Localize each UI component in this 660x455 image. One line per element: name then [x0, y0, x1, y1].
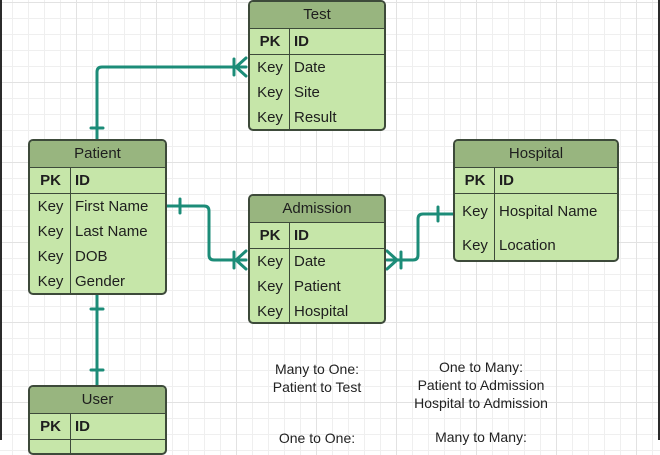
note-heading: Many to Many:	[435, 429, 527, 445]
entity-hospital-row: Key Hospital Name	[455, 194, 617, 228]
entity-patient-row: Key Gender	[30, 269, 165, 293]
entity-patient-field: First Name	[75, 198, 149, 215]
entity-patient-row: PK ID	[30, 168, 165, 194]
entity-test-title: Test	[250, 2, 384, 29]
entity-admission-key: PK	[259, 227, 281, 244]
note-line: Patient to Test	[272, 379, 362, 395]
entity-hospital-key: Key	[462, 202, 488, 220]
entity-hospital-row: PK ID	[455, 168, 617, 194]
entity-admission-row: Key Hospital	[250, 299, 384, 322]
entity-test-key: Key	[257, 84, 283, 101]
entity-hospital-title: Hospital	[455, 141, 617, 168]
entity-admission-key: Key	[257, 253, 283, 270]
entity-hospital-row: Key Location	[455, 228, 617, 260]
relationship-connectors	[89, 56, 456, 388]
note-many-to-many: Many to Many:	[396, 428, 566, 446]
entity-hospital-key: Key	[462, 236, 488, 254]
entity-test-divider	[289, 28, 290, 129]
entity-hospital-field: ID	[499, 172, 514, 189]
entity-admission-divider	[289, 222, 290, 322]
entity-test-row: Key Result	[250, 105, 384, 129]
frame-edge-left	[0, 0, 2, 440]
entity-patient-key: Key	[37, 198, 64, 215]
entity-admission-field: Hospital	[294, 303, 349, 320]
note-heading: Many to One:	[274, 361, 360, 377]
entity-test-key: Key	[257, 59, 283, 76]
note-line: Patient to Admission	[417, 377, 545, 393]
entity-hospital-field: Location	[499, 236, 556, 254]
frame-edge-right	[658, 0, 660, 440]
entity-test[interactable]: Test PK ID Key Date Key Site Key Result	[248, 0, 386, 131]
entity-admission-field: Date	[294, 253, 326, 270]
entity-test-key: Key	[257, 109, 283, 126]
entity-user-row: PK ID	[30, 414, 165, 440]
note-many-to-one: Many to One: Patient to Test	[256, 360, 378, 396]
entity-test-row: Key Site	[250, 80, 384, 105]
entity-patient-key: Key	[37, 273, 64, 290]
entity-admission-row: Key Date	[250, 249, 384, 274]
entity-hospital[interactable]: Hospital PK ID Key Hospital Name Key Loc…	[453, 139, 619, 262]
entity-patient-title: Patient	[30, 141, 165, 168]
entity-admission-field: ID	[294, 227, 309, 244]
entity-user-title: User	[30, 387, 165, 414]
connector-hospital-admission[interactable]	[385, 205, 456, 271]
entity-test-row: Key Date	[250, 55, 384, 80]
note-one-to-many: One to Many: Patient to Admission Hospit…	[396, 358, 566, 412]
note-line: Hospital to Admission	[414, 395, 548, 411]
entity-admission-row: PK ID	[250, 223, 384, 249]
entity-patient-row: Key Last Name	[30, 219, 165, 244]
entity-user-key: PK	[40, 418, 61, 435]
entity-admission-key: Key	[257, 278, 283, 295]
entity-hospital-field: Hospital Name	[499, 202, 598, 220]
entity-admission-title: Admission	[250, 196, 384, 223]
entity-user-field: ID	[75, 418, 90, 435]
entity-hospital-key: PK	[464, 172, 486, 189]
entity-user[interactable]: User PK ID	[28, 385, 167, 455]
note-heading: One to One:	[278, 430, 356, 446]
entity-patient-key: PK	[40, 172, 61, 189]
note-heading: One to Many:	[438, 359, 524, 375]
entity-user-divider	[70, 413, 71, 453]
entity-patient-divider	[70, 167, 71, 293]
entity-patient-field: Gender	[75, 273, 126, 290]
entity-test-field: Result	[294, 109, 337, 126]
note-one-to-one: One to One:	[256, 429, 378, 447]
connector-patient-admission[interactable]	[164, 197, 248, 271]
entity-patient[interactable]: Patient PK ID Key First Name Key Last Na…	[28, 139, 167, 295]
entity-test-field: Site	[294, 84, 320, 101]
entity-test-field: ID	[294, 33, 309, 50]
entity-patient-field: DOB	[75, 248, 108, 265]
entity-hospital-divider	[494, 167, 495, 260]
entity-admission-row: Key Patient	[250, 274, 384, 299]
entity-patient-field: Last Name	[75, 223, 148, 240]
entity-admission[interactable]: Admission PK ID Key Date Key Patient Key…	[248, 194, 386, 324]
entity-patient-row: Key First Name	[30, 194, 165, 219]
entity-admission-key: Key	[257, 303, 283, 320]
entity-patient-row: Key DOB	[30, 244, 165, 269]
entity-patient-field: ID	[75, 172, 90, 189]
entity-test-row: PK ID	[250, 29, 384, 55]
connector-patient-user[interactable]	[89, 292, 105, 388]
connector-patient-test[interactable]	[89, 56, 248, 142]
entity-test-key: PK	[259, 33, 281, 50]
entity-patient-key: Key	[37, 223, 64, 240]
entity-patient-key: Key	[37, 248, 64, 265]
entity-admission-field: Patient	[294, 278, 341, 295]
entity-test-field: Date	[294, 59, 326, 76]
